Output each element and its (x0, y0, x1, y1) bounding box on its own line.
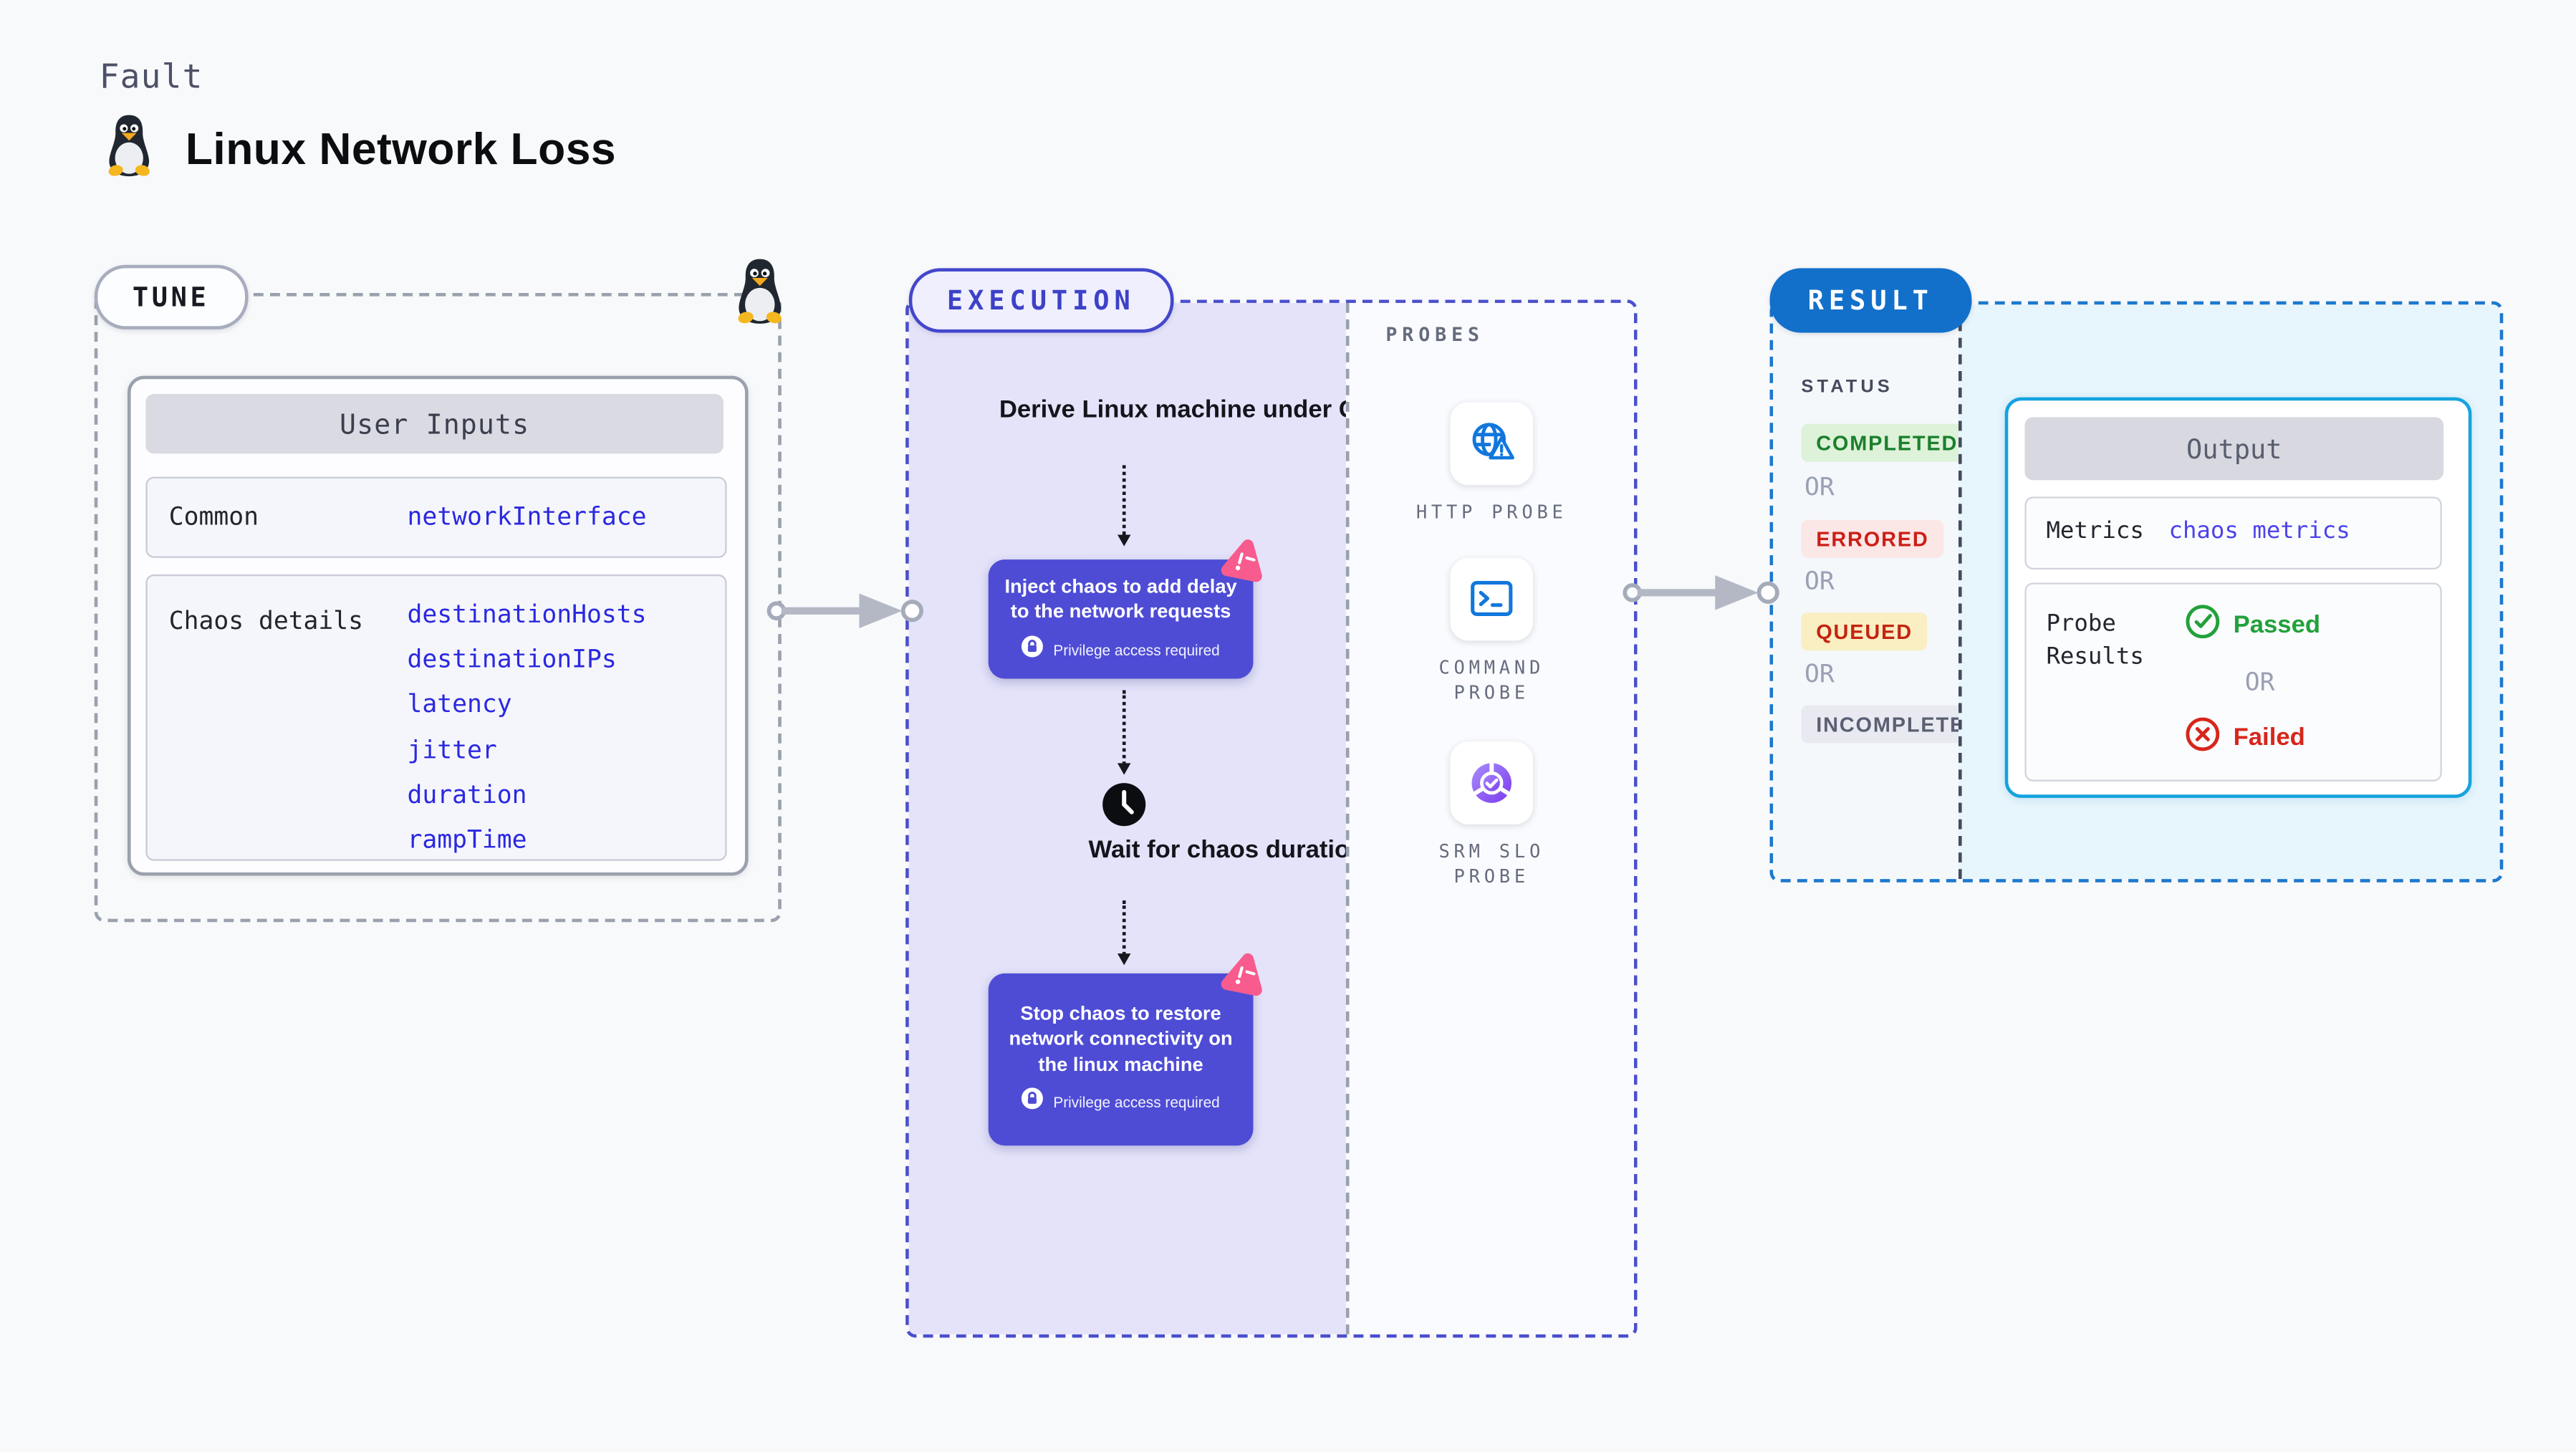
probe-results-label: Probe Results (2046, 610, 2144, 670)
status-badge-completed: COMPLETED (1801, 423, 1974, 462)
probe-item-http: HTTP PROBE (1350, 402, 1635, 525)
flow-connector-arrow (1117, 690, 1131, 775)
row-value: destinationIPs (407, 644, 617, 675)
page-title: Linux Network Loss (185, 124, 617, 174)
metrics-label: Metrics (2046, 518, 2144, 545)
output-card: Output Metrics chaos metrics Probe Resul… (2004, 397, 2472, 798)
status-badge-errored: ERRORED (1801, 519, 1944, 558)
or-separator: OR (1804, 471, 1835, 502)
flow-connector-arrow (1117, 465, 1131, 547)
probe-label: HTTP PROBE (1416, 501, 1567, 524)
metrics-row: Metrics chaos metrics (2024, 496, 2442, 570)
probe-result-passed: Passed (2186, 605, 2320, 646)
linux-tux-icon (729, 255, 792, 336)
table-row: Common networkInterface (145, 476, 727, 558)
result-section-box: STATUS COMPLETED OR ERRORED OR QUEUED OR… (1769, 301, 2504, 883)
result-pill: RESULT (1769, 268, 1971, 333)
user-inputs-header: User Inputs (145, 394, 724, 454)
privilege-note: Privilege access required (1022, 635, 1220, 665)
row-value: duration (407, 779, 527, 809)
or-separator: OR (1804, 566, 1835, 596)
failed-label: Failed (2233, 723, 2305, 752)
wait-step-text: Wait for chaos duration (1088, 836, 1365, 865)
probes-heading: PROBES (1385, 322, 1484, 347)
row-value: latency (407, 689, 512, 719)
table-row: Chaos details destinationHosts destinati… (145, 574, 727, 862)
row-label: Common (168, 501, 259, 532)
execution-flow-area: Derive Linux machine under Chaos Inject … (908, 302, 1415, 1335)
status-heading: STATUS (1801, 377, 1893, 398)
probe-result-failed: Failed (2186, 717, 2305, 759)
inject-chaos-step: Inject chaos to add delay to the network… (988, 559, 1254, 679)
row-value: networkInterface (407, 501, 647, 532)
stop-chaos-step: Stop chaos to restore network connectivi… (988, 973, 1254, 1146)
terminal-icon (1450, 557, 1534, 641)
status-badge-queued: QUEUED (1801, 612, 1928, 651)
fault-kicker: Fault (99, 56, 203, 97)
chaos-logo-icon (1219, 537, 1268, 595)
status-column: STATUS COMPLETED OR ERRORED OR QUEUED OR… (1773, 304, 1996, 880)
chaos-logo-icon (1219, 951, 1268, 1009)
row-values-list: destinationHosts destinationIPs latency … (408, 592, 647, 862)
or-separator: OR (1804, 658, 1835, 689)
lock-icon (1022, 1087, 1044, 1118)
check-circle-icon (2186, 605, 2221, 646)
row-value: jitter (407, 734, 497, 764)
row-value: destinationHosts (407, 599, 647, 630)
execution-section-box: Derive Linux machine under Chaos Inject … (905, 299, 1638, 1338)
derive-step-text: Derive Linux machine under Chaos (999, 395, 1415, 424)
probe-label: COMMAND PROBE (1438, 657, 1545, 704)
probe-item-command: COMMAND PROBE (1350, 557, 1635, 706)
globe-alert-icon (1450, 402, 1534, 486)
privilege-note: Privilege access required (1022, 1087, 1220, 1118)
tune-to-execution-arrow-icon (765, 591, 924, 639)
flow-connector-arrow (1117, 900, 1131, 966)
or-separator: OR (2244, 667, 2275, 697)
execution-pill: EXECUTION (908, 268, 1173, 333)
clock-icon (1101, 782, 1148, 836)
passed-label: Passed (2233, 610, 2321, 640)
page-header: Linux Network Loss (96, 112, 616, 187)
probes-area: PROBES HTTP PROBE (1345, 302, 1635, 1335)
stop-step-text: Stop chaos to restore network connectivi… (1009, 1001, 1233, 1076)
lock-icon (1022, 635, 1044, 665)
row-label: Chaos details (168, 605, 364, 636)
probe-results-row: Probe Results Passed OR (2024, 582, 2442, 782)
metrics-value: chaos metrics (2168, 518, 2350, 545)
execution-to-result-arrow-icon (1621, 573, 1780, 621)
x-circle-icon (2186, 717, 2221, 759)
output-region: Output Metrics chaos metrics Probe Resul… (1958, 304, 2500, 880)
linux-tux-icon (96, 112, 162, 187)
probe-item-srm-slo: SRM SLO PROBE (1350, 741, 1635, 889)
user-inputs-card: User Inputs Common networkInterface Chao… (127, 375, 749, 876)
slo-pie-check-icon (1450, 741, 1534, 824)
row-value: rampTime (407, 824, 527, 855)
inject-step-text: Inject chaos to add delay to the network… (1004, 573, 1237, 622)
output-header: Output (2024, 417, 2444, 481)
tune-pill: TUNE (94, 264, 248, 330)
privilege-note-text: Privilege access required (1053, 1095, 1220, 1112)
probe-label: SRM SLO PROBE (1438, 841, 1545, 888)
privilege-note-text: Privilege access required (1053, 641, 1220, 658)
